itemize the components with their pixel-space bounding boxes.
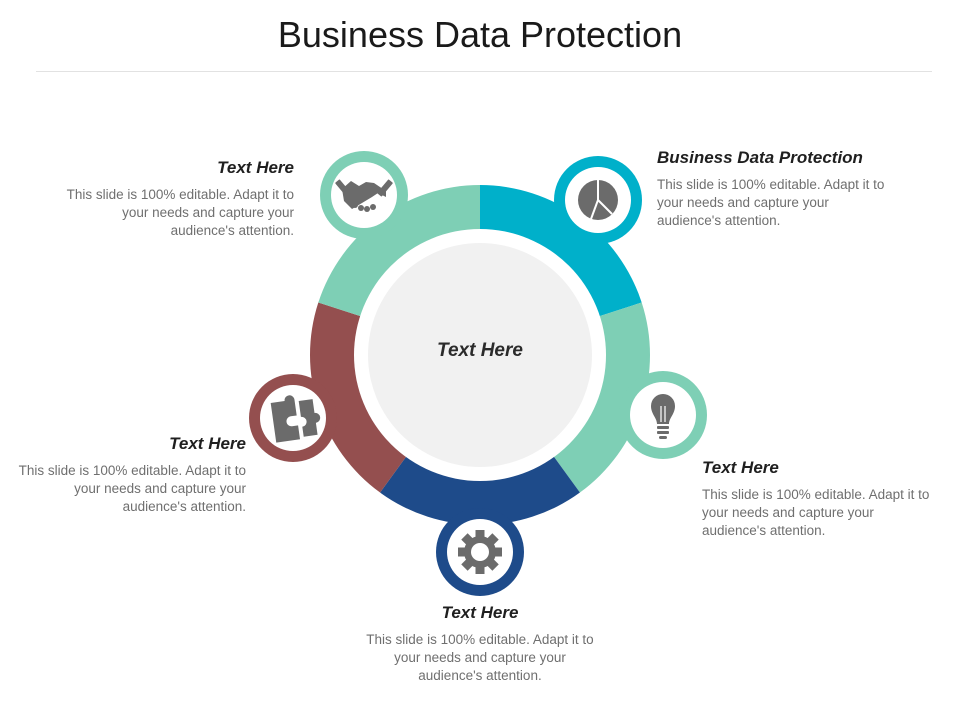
text-block-heading: Business Data Protection bbox=[657, 148, 863, 167]
ring-segment-mint-left bbox=[318, 185, 480, 321]
text-block-body: This slide is 100% editable. Adapt it to… bbox=[366, 632, 594, 683]
center-label: Text Here bbox=[437, 340, 523, 361]
text-block-gear: Text Here This slide is 100% editable. A… bbox=[362, 603, 598, 685]
text-block-body: This slide is 100% editable. Adapt it to… bbox=[18, 463, 246, 514]
handshake-icon bbox=[335, 179, 393, 212]
text-block-heading: Text Here bbox=[217, 158, 294, 177]
text-block-body: This slide is 100% editable. Adapt it to… bbox=[702, 487, 930, 538]
badge-puzzle bbox=[249, 374, 337, 462]
title-divider bbox=[36, 71, 932, 72]
text-block-heading: Text Here bbox=[441, 603, 519, 622]
text-block-pie-chart: Business Data Protection This slide is 1… bbox=[657, 148, 902, 230]
badge-handshake bbox=[320, 151, 408, 239]
gear-icon bbox=[458, 530, 502, 574]
text-block-body: This slide is 100% editable. Adapt it to… bbox=[657, 177, 885, 228]
lightbulb-icon bbox=[651, 394, 675, 439]
pie-chart-icon bbox=[578, 180, 618, 220]
text-block-lightbulb: Text Here This slide is 100% editable. A… bbox=[702, 458, 930, 540]
page-title: Business Data Protection bbox=[277, 14, 683, 55]
text-block-body: This slide is 100% editable. Adapt it to… bbox=[66, 187, 294, 238]
badge-pie-chart bbox=[554, 156, 642, 244]
text-block-handshake: Text Here This slide is 100% editable. A… bbox=[58, 158, 294, 240]
badge-lightbulb bbox=[619, 371, 707, 459]
text-block-heading: Text Here bbox=[169, 434, 246, 453]
text-block-heading: Text Here bbox=[702, 458, 779, 477]
center-disc bbox=[368, 243, 592, 467]
text-block-puzzle: Text Here This slide is 100% editable. A… bbox=[10, 434, 246, 516]
ring-segment-cyan bbox=[480, 185, 642, 321]
badge-gear bbox=[436, 508, 524, 596]
puzzle-icon bbox=[270, 395, 321, 443]
